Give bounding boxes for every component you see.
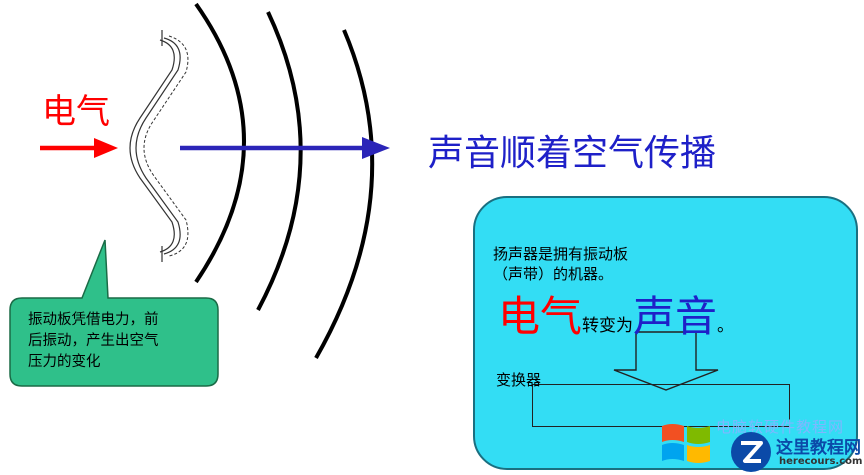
convert-to-text: 声音 bbox=[633, 292, 718, 341]
watermark-strip-text: 电脑软硬件教程网 bbox=[716, 418, 845, 436]
callout-line: 后振动，产生出空气 bbox=[28, 333, 159, 349]
electric-input-label: 电气 bbox=[42, 92, 110, 132]
watermark-site-url: herecours.com bbox=[779, 456, 863, 467]
convert-from-text: 电气 bbox=[498, 292, 583, 341]
diaphragm-plate bbox=[129, 30, 189, 262]
transducer-label: 变换器 bbox=[496, 371, 542, 389]
callout-line: 振动板凭借电力，前 bbox=[28, 312, 159, 328]
conversion-statement: 电气转变为声音。 bbox=[498, 283, 734, 344]
convert-end-text: 。 bbox=[717, 316, 735, 336]
sound-wave-arcs bbox=[194, 2, 375, 359]
sound-propagation-label: 声音顺着空气传播 bbox=[428, 133, 717, 174]
callout-bubble bbox=[9, 239, 219, 387]
convert-mid-text: 转变为 bbox=[582, 316, 634, 336]
info-box-line-2: （声带）的机器。 bbox=[493, 265, 614, 283]
callout-text: 振动板凭借电力，前 后振动，产生出空气 压力的变化 bbox=[28, 310, 159, 373]
watermark-site-name: 这里教程网 bbox=[776, 438, 861, 458]
blue-propagation-arrow bbox=[180, 137, 390, 159]
wave-arc-2 bbox=[256, 11, 303, 311]
callout-line: 压力的变化 bbox=[28, 354, 101, 370]
z-logo-icon bbox=[731, 432, 771, 472]
info-box-line-1: 扬声器是拥有振动板 bbox=[493, 245, 629, 263]
transducer-box bbox=[532, 384, 790, 427]
windows-logo-icon bbox=[662, 424, 710, 463]
red-input-arrow bbox=[40, 138, 118, 158]
info-box bbox=[473, 196, 858, 470]
down-arrow-icon bbox=[613, 331, 719, 391]
wave-arc-3 bbox=[314, 29, 375, 359]
wave-arc-1 bbox=[194, 2, 246, 284]
